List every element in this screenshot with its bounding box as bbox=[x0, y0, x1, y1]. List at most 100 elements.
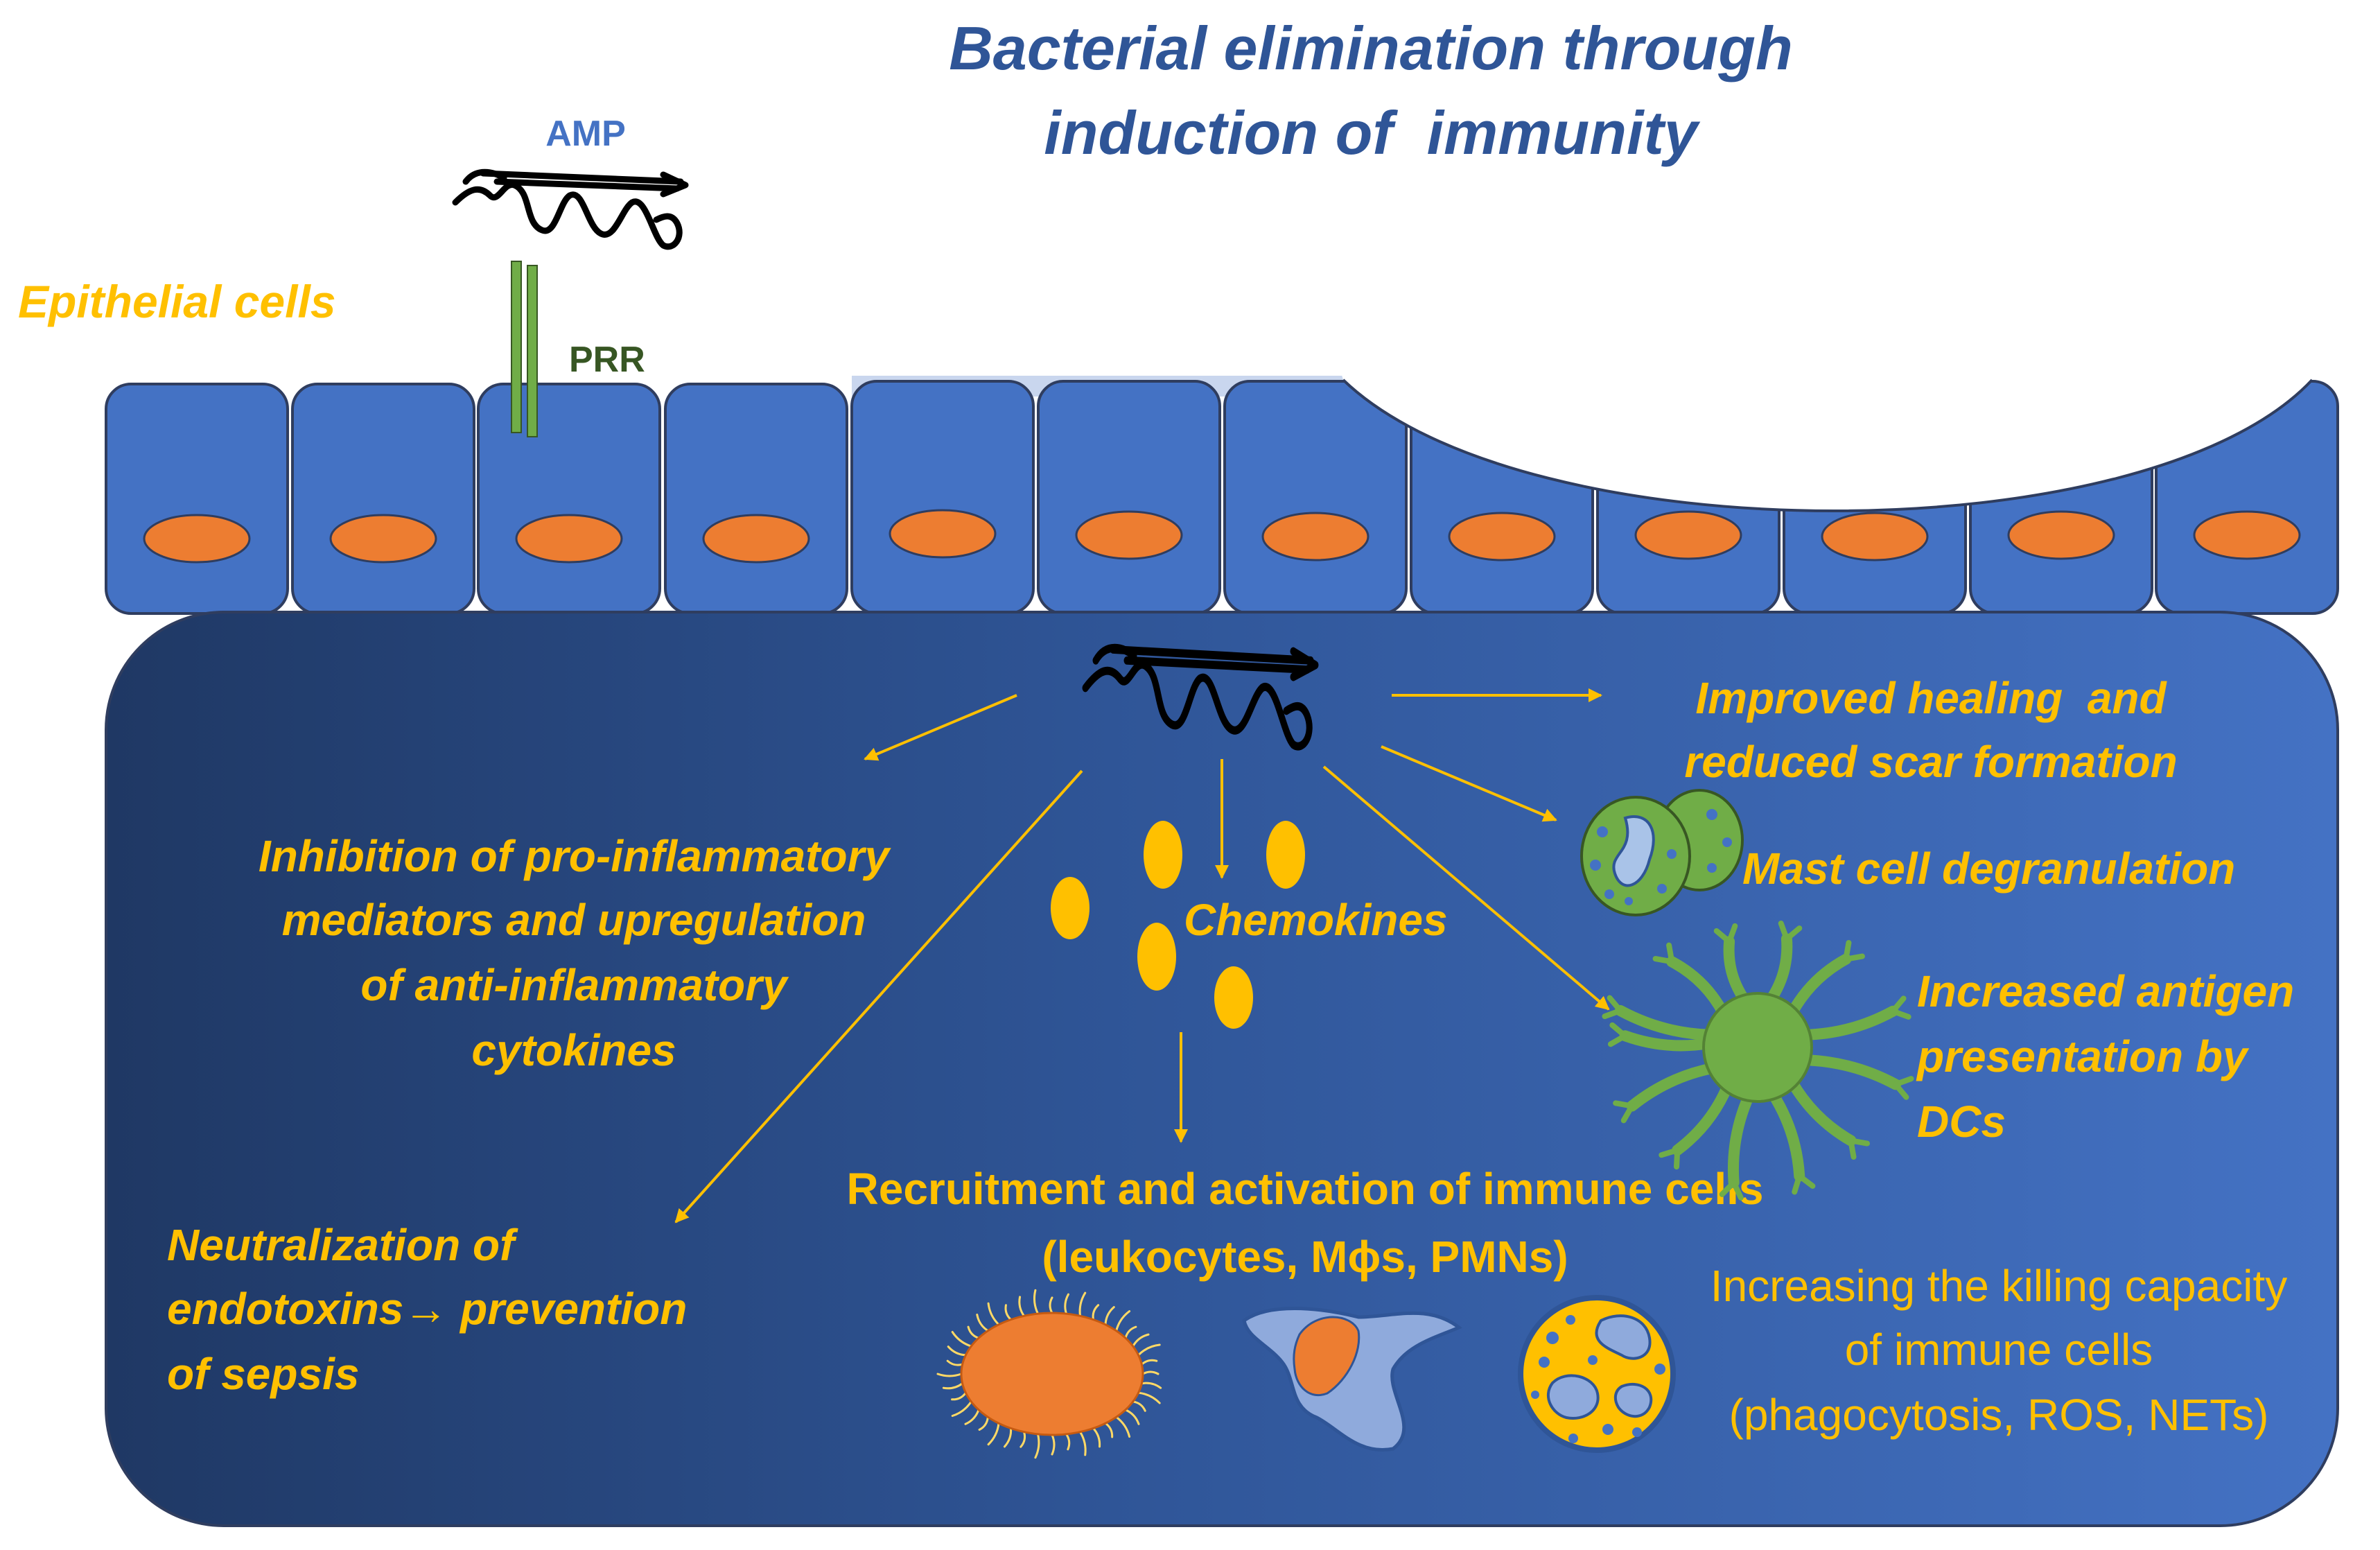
bacterium-pilus bbox=[1140, 1382, 1162, 1389]
cell-nucleus bbox=[1821, 512, 1929, 561]
cell-nucleus bbox=[702, 514, 810, 564]
anti-inflammatory-text: cytokines bbox=[471, 1025, 676, 1075]
bacterium-pilus bbox=[967, 1325, 980, 1339]
arrow-to-anti-inflammatory bbox=[864, 694, 1017, 761]
dendrite-tip bbox=[1666, 942, 1675, 965]
arrow-to-neutralization bbox=[674, 769, 1083, 1224]
granule bbox=[1590, 860, 1601, 871]
granule bbox=[1706, 809, 1717, 820]
bacterium-pilus bbox=[987, 1422, 1000, 1446]
chemokine bbox=[1051, 877, 1090, 939]
cell-nucleus bbox=[1261, 512, 1370, 561]
title-line-1: Bacterial elimination through bbox=[949, 14, 1792, 82]
bacterium-pilus bbox=[1065, 1433, 1071, 1451]
arrow-to-mast-cell bbox=[1381, 745, 1557, 822]
bacterium-pilus bbox=[976, 1314, 989, 1332]
peptide-loop bbox=[462, 168, 507, 185]
bacterium-pilus bbox=[951, 1400, 972, 1417]
dendrite-tip bbox=[1792, 1173, 1803, 1195]
dendrite-tip bbox=[1719, 1179, 1737, 1197]
dendritic-cell-icon bbox=[1602, 920, 1914, 1201]
killing-capacity-text: Increasing the killing capacity bbox=[1710, 1261, 2287, 1311]
dendrite-process bbox=[1767, 1088, 1805, 1182]
bacterium-icon bbox=[936, 1289, 1162, 1459]
prr-receptor-icon bbox=[511, 261, 538, 437]
mast-cell-text: Mast cell degranulation bbox=[1742, 844, 2235, 894]
granule bbox=[1539, 1357, 1550, 1368]
dendrite-process bbox=[1799, 1005, 1899, 1040]
healing-text: Improved healing and bbox=[1695, 673, 2167, 723]
bacterium-pilus bbox=[1034, 1433, 1040, 1459]
granule bbox=[1531, 1391, 1539, 1399]
amp-peptide-icon bbox=[452, 168, 689, 250]
amp-label: AMP bbox=[545, 114, 626, 154]
bacterium-pilus bbox=[1115, 1416, 1131, 1438]
bacterium-pilus bbox=[964, 1409, 980, 1425]
dendrite-tip bbox=[1843, 953, 1865, 962]
chemokines-label: Chemokines bbox=[1184, 895, 1448, 945]
cell-nucleus bbox=[2007, 510, 2115, 560]
dendrite-tip bbox=[1890, 1008, 1911, 1020]
dendrite-process bbox=[1786, 1076, 1857, 1147]
bacterium-pili bbox=[936, 1289, 1162, 1459]
bacterium-pilus bbox=[1078, 1291, 1087, 1317]
bacterium-pilus bbox=[987, 1302, 1000, 1326]
dendritic-cell-body bbox=[1702, 992, 1813, 1103]
granule bbox=[1707, 863, 1717, 873]
bacterium-pilus bbox=[1137, 1391, 1161, 1404]
recruitment-text: Recruitment and activation of immune cel… bbox=[847, 1164, 1764, 1214]
granule bbox=[1722, 837, 1732, 847]
neutralization-text: Neutralization of bbox=[167, 1220, 518, 1270]
cell-nucleus bbox=[1075, 510, 1183, 560]
neutrophil-body bbox=[1518, 1295, 1676, 1453]
macrophage-nucleus bbox=[1293, 1316, 1360, 1396]
dendrite-tip bbox=[1892, 1081, 1909, 1100]
granule bbox=[1602, 1424, 1613, 1435]
dendrite-process bbox=[1727, 1089, 1755, 1188]
receptor-chain bbox=[527, 265, 538, 437]
healing-text: reduced scar formation bbox=[1684, 737, 2177, 787]
anti-inflammatory-text: of anti-inflammatory bbox=[360, 960, 789, 1010]
dendrite-process bbox=[1626, 1062, 1720, 1112]
neutrophil-granule-cluster bbox=[1547, 1374, 1600, 1420]
nuclei bbox=[143, 509, 2301, 564]
bacterium-pilus bbox=[978, 1416, 989, 1431]
dendrite-tip bbox=[1848, 1138, 1857, 1160]
bacterium-pilus bbox=[1033, 1289, 1040, 1315]
neutrophil-icon bbox=[1518, 1295, 1676, 1453]
neutralization-text: of sepsis bbox=[167, 1349, 359, 1399]
amp-peptide-icon bbox=[1082, 643, 1319, 751]
chemokine bbox=[1214, 966, 1253, 1029]
neutrophil-granule-cluster bbox=[1595, 1314, 1652, 1360]
recruitment-text: (leukocytes, Mϕs, PMNs) bbox=[1042, 1232, 1568, 1282]
granule bbox=[1657, 884, 1667, 894]
cell-nucleus bbox=[889, 509, 997, 559]
cell-nucleus bbox=[329, 514, 437, 564]
bacterium-pilus bbox=[1132, 1333, 1150, 1348]
bacterium-pilus bbox=[946, 1359, 964, 1366]
bacterium-pilus bbox=[942, 1382, 964, 1390]
effect-arrows bbox=[674, 688, 1610, 1224]
bacterium-pilus bbox=[1003, 1427, 1013, 1448]
granule bbox=[1566, 1315, 1575, 1325]
peptide-helix bbox=[452, 182, 683, 250]
epithelial-cell bbox=[105, 383, 289, 615]
dendrite-tip bbox=[1783, 925, 1803, 942]
granule bbox=[1654, 1364, 1665, 1375]
bacterium-pilus bbox=[1140, 1359, 1158, 1366]
anti-inflammatory-text: mediators and upregulation bbox=[282, 895, 866, 945]
chemokine bbox=[1266, 821, 1305, 889]
peptide-strand bbox=[480, 170, 684, 185]
bacterium-pilus bbox=[1137, 1343, 1161, 1357]
bacterium-pilus bbox=[1141, 1370, 1160, 1375]
bacterium-pilus bbox=[1092, 1427, 1101, 1448]
peptide-arrowhead bbox=[660, 171, 689, 198]
chemokine bbox=[1137, 923, 1176, 991]
granule bbox=[1546, 1332, 1559, 1344]
peptide-strand bbox=[493, 178, 681, 192]
bacterium-pilus bbox=[1124, 1325, 1137, 1339]
dendrite-tip bbox=[1613, 1100, 1635, 1109]
cell-nucleus bbox=[2193, 510, 2301, 560]
wound-surface-edge bbox=[1342, 378, 2313, 512]
